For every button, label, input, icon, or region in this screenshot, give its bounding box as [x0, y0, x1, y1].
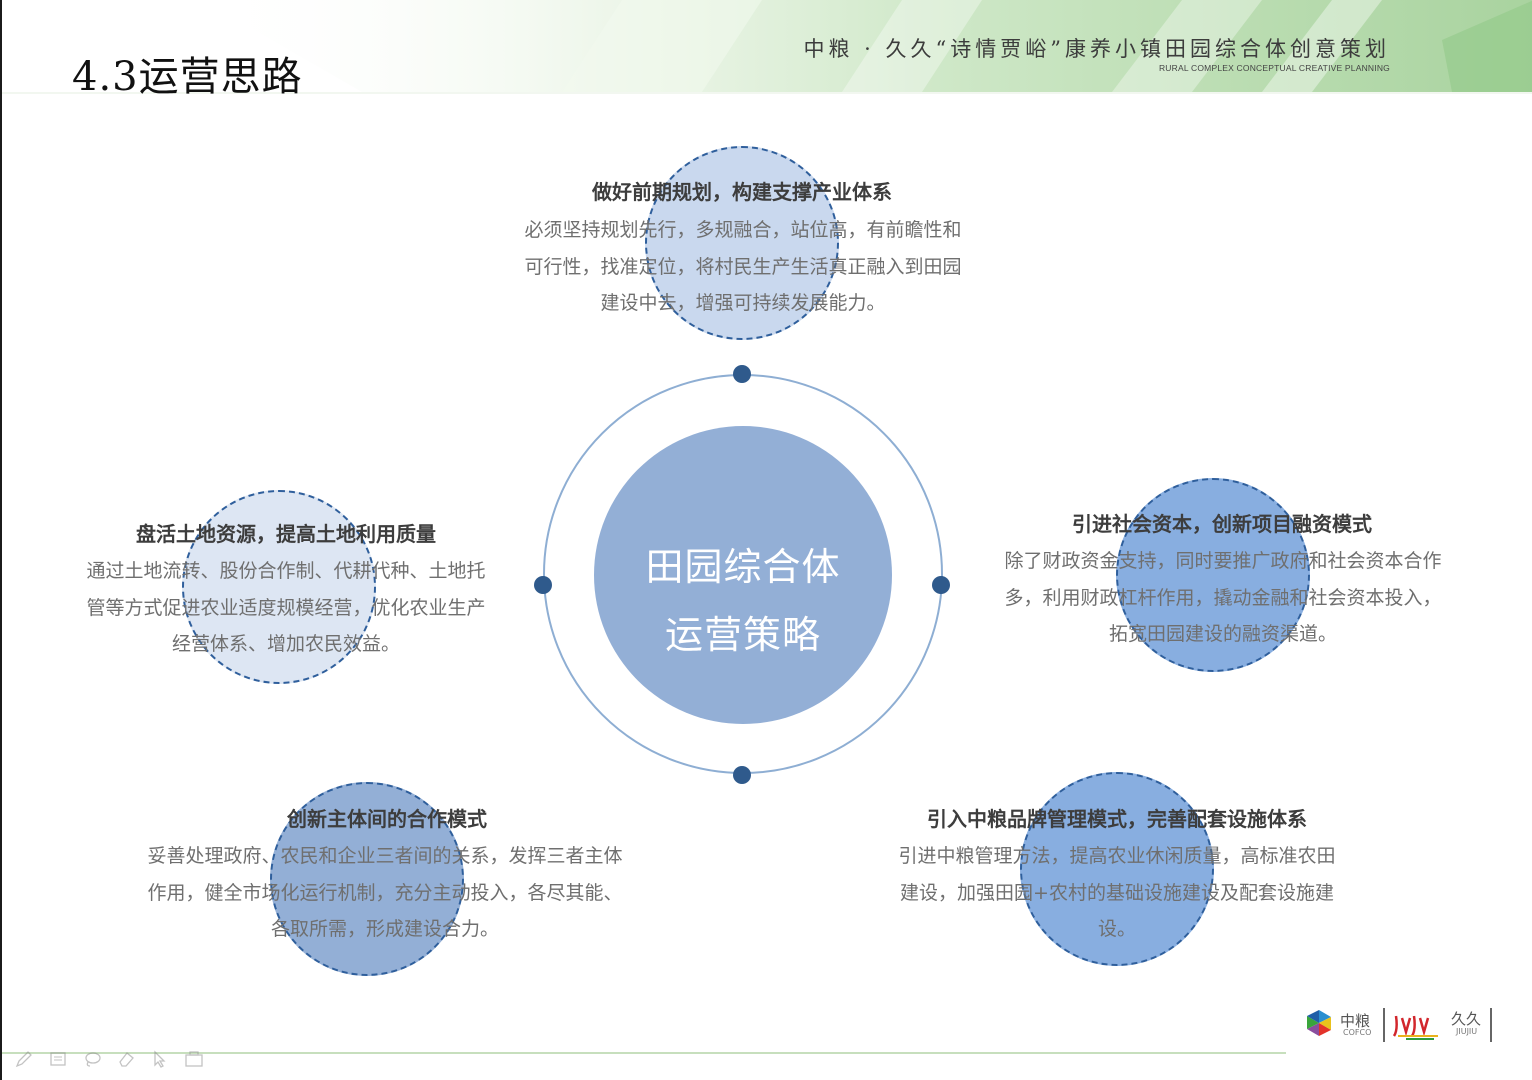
- lasso-icon[interactable]: [82, 1049, 102, 1069]
- page-title: 4.3运营思路: [72, 54, 303, 100]
- top-dashed-circle: [645, 146, 839, 340]
- core-title-line1: 田园综合体: [645, 545, 841, 589]
- cofco-logo-icon: [1307, 1010, 1331, 1036]
- pointer-icon[interactable]: [150, 1049, 170, 1069]
- logo-divider-left: [1383, 1008, 1385, 1042]
- jiujiu-logo-mark: [1392, 1015, 1438, 1040]
- eraser-icon[interactable]: [116, 1049, 136, 1069]
- jiujiu-logo-text: 久久: [1451, 1010, 1482, 1028]
- strategy-body-capital: 除了财政资金支持，同时要推广政府和社会资本合作多，利用财政杠杆作用，撬动金融和社…: [1004, 550, 1442, 645]
- logo-divider-right: [1490, 1008, 1492, 1042]
- footer-divider: [2, 1052, 1286, 1054]
- strategy-title-land: 盘活土地资源，提高土地利用质量: [136, 522, 436, 546]
- core-circle: [594, 426, 892, 724]
- orbit-dot-left: [534, 576, 552, 594]
- strategy-body-land: 通过土地流转、股份合作制、代耕代种、土地托管等方式促进农业适度规模经营，优化农业…: [86, 560, 486, 655]
- strategy-body-planning: 必须坚持规划先行，多规融合，站位高，有前瞻性和可行性，找准定位，将村民生产生活真…: [524, 219, 962, 314]
- bottom-left-dashed-circle: [270, 782, 464, 976]
- orbit-dot-right: [932, 576, 950, 594]
- text-box-icon[interactable]: [48, 1049, 68, 1069]
- orbit-dot-top: [733, 365, 751, 383]
- annotation-toolbar: [14, 1046, 204, 1072]
- jiujiu-logo-subtext: JIUJIU: [1456, 1027, 1478, 1036]
- cofco-logo-subtext: COFCO: [1343, 1028, 1372, 1037]
- right-dashed-circle: [1116, 478, 1310, 672]
- orbit-dot-bottom: [733, 766, 751, 784]
- strategy-title-capital: 引进社会资本，创新项目融资模式: [1072, 512, 1372, 536]
- camera-icon[interactable]: [184, 1049, 204, 1069]
- strategy-body-brand: 引进中粮管理方法，提高农业休闲质量，高标准农田建设，加强田园+农村的基础设施建设…: [898, 845, 1336, 940]
- core-title-line2: 运营策略: [664, 613, 821, 657]
- bottom-right-dashed-circle: [1020, 772, 1214, 966]
- strategy-title-cooperation: 创新主体间的合作模式: [287, 807, 487, 831]
- header-decoration: [2, 0, 1532, 94]
- brand-subtitle: RURAL COMPLEX CONCEPTUAL CREATIVE PLANNI…: [1158, 63, 1390, 73]
- pen-icon[interactable]: [14, 1049, 34, 1069]
- left-dashed-circle: [182, 490, 376, 684]
- cofco-logo-text: 中粮: [1340, 1012, 1371, 1030]
- strategy-title-planning: 做好前期规划，构建支撑产业体系: [592, 180, 892, 204]
- strategy-body-cooperation: 妥善处理政府、农民和企业三者间的关系，发挥三者主体作用，健全市场化运行机制，充分…: [147, 845, 623, 940]
- strategy-title-brand: 引入中粮品牌管理模式，完善配套设施体系: [927, 807, 1307, 831]
- brand-title: 中粮 · 久久“诗情贾峪”康养小镇田园综合体创意策划: [803, 37, 1390, 61]
